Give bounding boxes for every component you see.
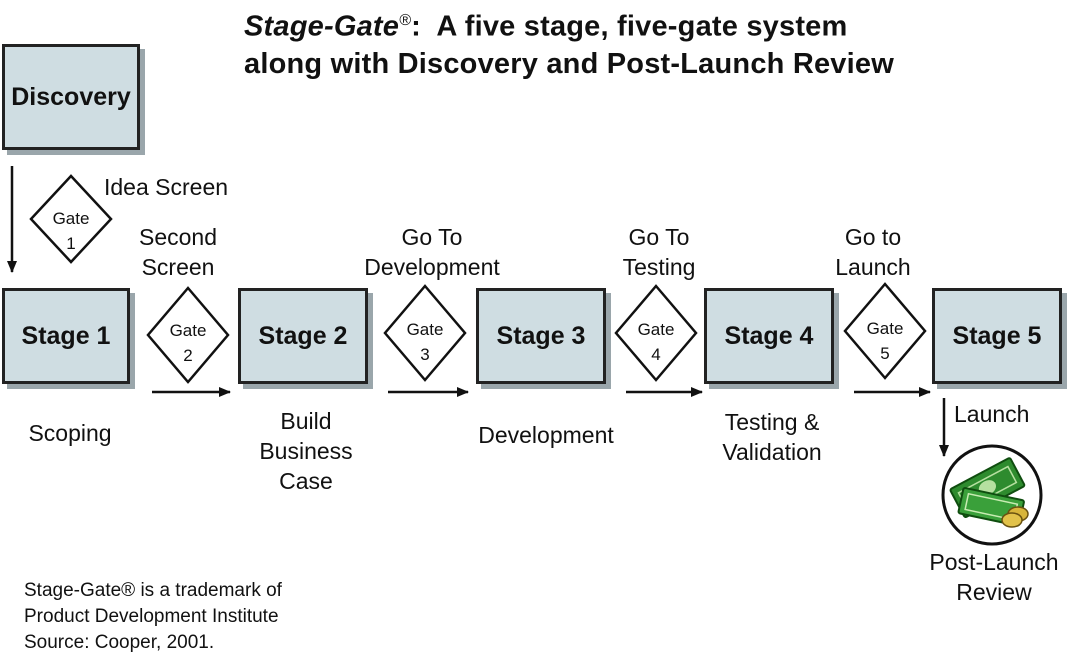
gate-5-diamond: Gate 5 bbox=[843, 282, 927, 380]
gate-3-diamond: Gate 3 bbox=[383, 284, 467, 382]
stage-5-caption: Launch bbox=[954, 399, 1029, 429]
gate-1-word: Gate bbox=[53, 209, 90, 228]
stage-3-box: Stage 3 bbox=[476, 288, 606, 384]
gate-1-diamond: Gate 1 bbox=[29, 174, 113, 264]
gate-4-number: 4 bbox=[651, 345, 660, 364]
gate-3-name-line-2: Development bbox=[364, 254, 500, 280]
post-launch-label-line-2: Review bbox=[956, 579, 1032, 605]
stage-3-caption: Development bbox=[456, 420, 636, 450]
gate-5-name: Go to Launch bbox=[818, 222, 928, 282]
gate-3-name: Go To Development bbox=[350, 222, 514, 282]
gate-3-word: Gate bbox=[407, 320, 444, 339]
diagram-title: Stage-Gate®: A five stage, five-gate sys… bbox=[244, 2, 894, 83]
discovery-label: Discovery bbox=[11, 82, 131, 111]
gate-4-name: Go To Testing bbox=[604, 222, 714, 282]
gate-2-name-line-1: Second bbox=[138, 224, 217, 250]
gate-1-name-line: Idea Screen bbox=[104, 174, 229, 200]
gate-5-name-line-1: Go to bbox=[844, 224, 902, 250]
stage-4-caption-line-1: Testing & bbox=[724, 409, 820, 435]
footnote-line-2: Product Development Institute bbox=[24, 606, 279, 627]
stage-4-caption: Testing & Validation bbox=[702, 407, 842, 467]
title-reg-mark: ® bbox=[399, 12, 412, 29]
gate-3-name-line-1: Go To bbox=[401, 224, 463, 250]
gate-4-diamond: Gate 4 bbox=[614, 284, 698, 382]
money-icon bbox=[941, 444, 1043, 546]
gate-4-name-line-2: Testing bbox=[622, 254, 696, 280]
post-launch-label: Post-Launch Review bbox=[914, 547, 1074, 607]
stage-2-label: Stage 2 bbox=[258, 321, 348, 350]
footnote: Stage-Gate® is a trademark of Product De… bbox=[24, 578, 282, 656]
gate-1-name: Idea Screen bbox=[104, 172, 228, 202]
stage-2-caption: Build Business Case bbox=[236, 406, 376, 496]
title-brand: Stage-Gate bbox=[244, 10, 400, 43]
gate-3-number: 3 bbox=[420, 345, 429, 364]
gate-4-name-line-1: Go To bbox=[628, 224, 690, 250]
stage-5-box: Stage 5 bbox=[932, 288, 1062, 384]
title-line2: along with Discovery and Post-Launch Rev… bbox=[244, 47, 894, 80]
stage-3-label: Stage 3 bbox=[496, 321, 586, 350]
post-launch-label-line-1: Post-Launch bbox=[929, 549, 1059, 575]
gate-2-diamond: Gate 2 bbox=[146, 286, 230, 384]
stage-4-caption-line-2: Validation bbox=[722, 439, 822, 465]
stage-5-label: Stage 5 bbox=[952, 321, 1042, 350]
gate-1-number: 1 bbox=[66, 234, 75, 253]
stage-3-caption-line: Development bbox=[478, 422, 614, 448]
stage-2-caption-line-1: Build bbox=[280, 408, 332, 434]
gate-5-number: 5 bbox=[880, 344, 889, 363]
gate-5-word: Gate bbox=[867, 319, 904, 338]
discovery-box: Discovery bbox=[2, 44, 140, 150]
gate-2-name: Second Screen bbox=[118, 222, 238, 282]
stage-4-label: Stage 4 bbox=[724, 321, 814, 350]
stage-2-caption-line-2: Business bbox=[259, 438, 353, 464]
gate-2-name-line-2: Screen bbox=[141, 254, 215, 280]
stage-1-label: Stage 1 bbox=[21, 321, 111, 350]
gate-2-word: Gate bbox=[170, 321, 207, 340]
stage-1-caption: Scoping bbox=[10, 418, 130, 448]
stage-2-box: Stage 2 bbox=[238, 288, 368, 384]
stage-5-caption-line: Launch bbox=[954, 401, 1030, 427]
stage-1-caption-line: Scoping bbox=[28, 420, 112, 446]
title-line1-rest: : A five stage, five-gate system bbox=[411, 10, 848, 43]
footnote-line-1: Stage-Gate® is a trademark of bbox=[24, 580, 282, 601]
gate-4-word: Gate bbox=[638, 320, 675, 339]
stage-2-caption-line-3: Case bbox=[279, 468, 333, 494]
gate-2-number: 2 bbox=[183, 346, 192, 365]
gate-5-name-line-2: Launch bbox=[835, 254, 911, 280]
stage-1-box: Stage 1 bbox=[2, 288, 130, 384]
footnote-line-3: Source: Cooper, 2001. bbox=[24, 632, 215, 653]
stage-4-box: Stage 4 bbox=[704, 288, 834, 384]
